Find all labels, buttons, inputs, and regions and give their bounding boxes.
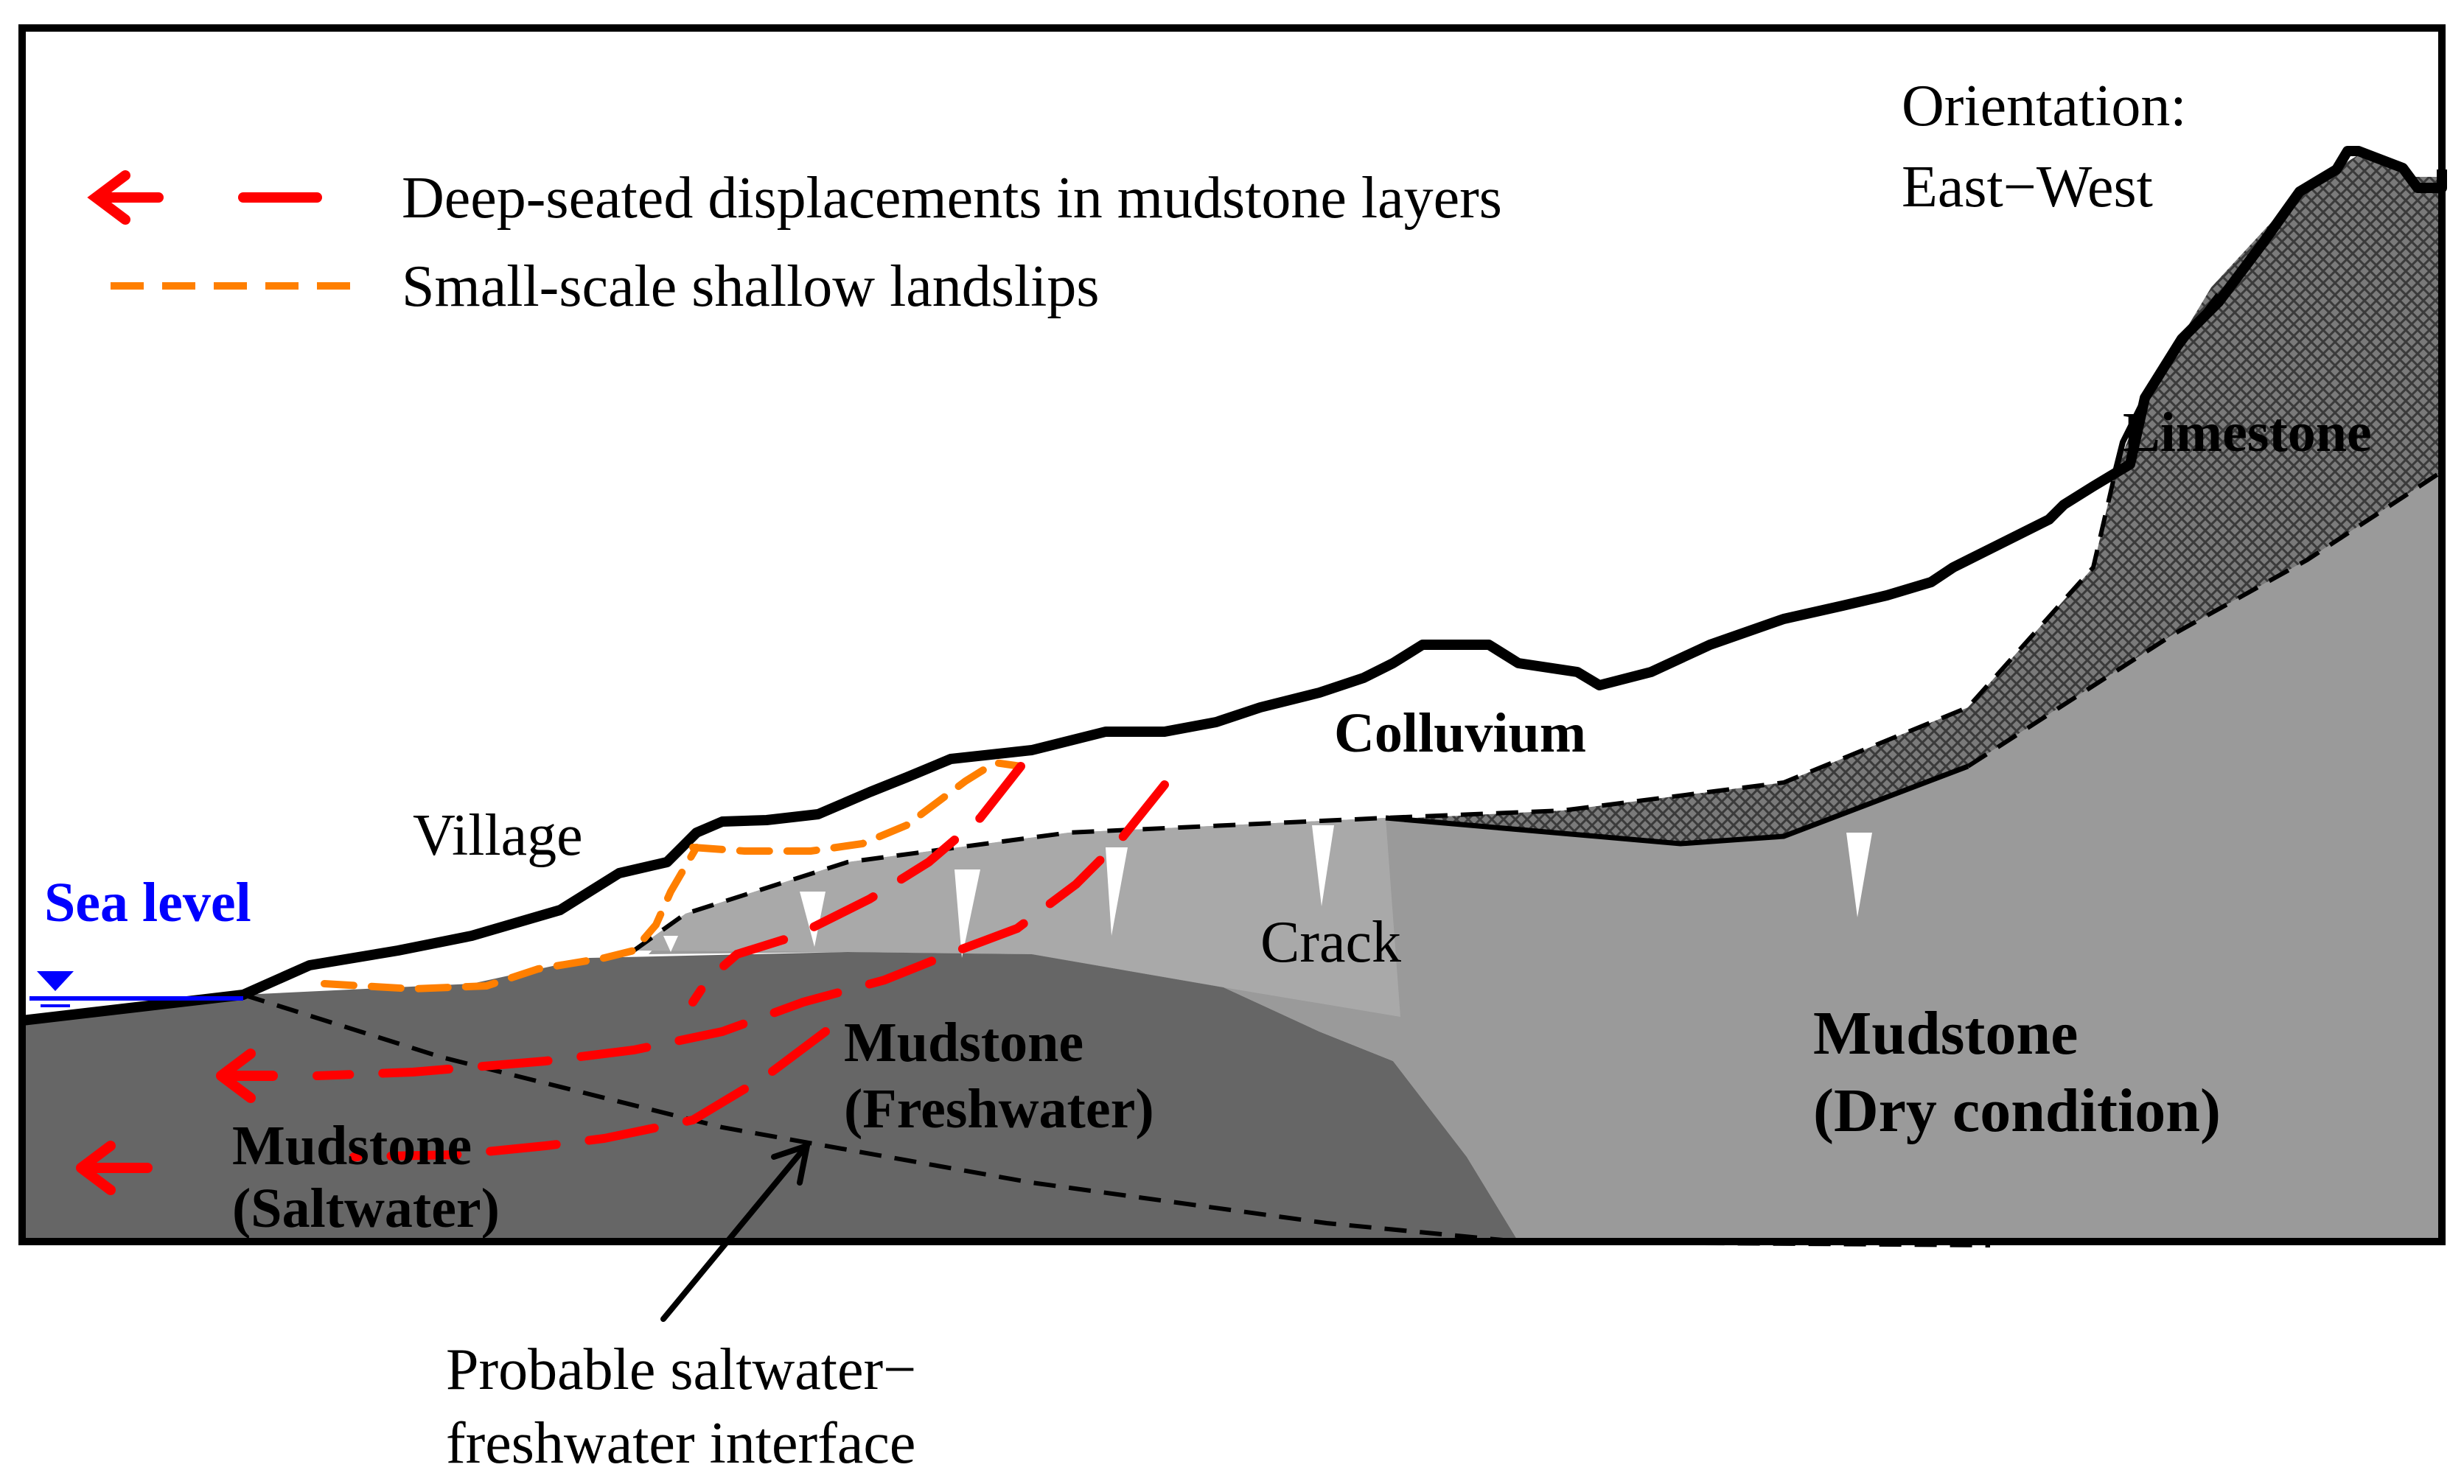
mudstone-freshwater-label-line1: Mudstone [844,1012,1083,1074]
mudstone-upper-layer [634,818,1400,1017]
deep-slip-2 [313,780,1169,1080]
arrow-2 [76,1141,153,1195]
interface-label-line2: freshwater interface [446,1411,915,1476]
colluvium-label: Colluvium [1334,702,1586,764]
orientation-label-line2: East−West [1902,155,2153,220]
shallow-landslips [321,758,1025,993]
limestone-colluvium-boundary [1385,763,1969,847]
legend: Deep-seated displacements in mudstone la… [87,166,1502,319]
crack-3 [1106,847,1128,936]
mudstone-saltwater-label-line2: (Saltwater) [232,1177,500,1239]
interface-label-line1: Probable saltwater− [446,1337,916,1402]
cracks [663,825,1872,958]
mudstone-dry-label-line1: Mudstone [1813,999,2078,1068]
sea-level-label: Sea level [44,872,251,934]
crack-5 [1846,833,1872,917]
mudstone-wet-layer [22,952,1518,1242]
mudstone-saltwater-label-line1: Mudstone [232,1115,472,1177]
diagram-frame [18,24,2446,1245]
mudstone-dry-label-line2: (Dry condition) [1813,1077,2221,1145]
orientation-label-line1: Orientation: [1902,74,2187,139]
mudstone-dry-layer [649,472,2442,1242]
arrow-1 [216,1049,278,1103]
shallow-landslip-2 [689,758,1025,855]
sea-level-triangle-icon [37,971,74,991]
legend-shallow-label: Small-scale shallow landslips [402,254,1100,319]
crack-1 [800,892,826,947]
legend-deep-seated-symbol [87,170,322,225]
ground-surface [21,146,2447,1026]
sea-level-marker [29,971,243,1007]
crack-label: Crack [1260,910,1401,975]
crack-4 [1312,825,1334,906]
colluvium-base-boundary [632,471,2118,953]
limestone-outline [2112,293,2222,472]
legend-deep-seated-label: Deep-seated displacements in mudstone la… [402,166,1502,231]
village-label: Village [413,803,583,868]
shallow-landslip-1 [321,844,700,993]
crack-6 [663,936,678,952]
deep-slip-1 [688,762,1025,1007]
mudstone-freshwater-label-line2: (Freshwater) [844,1078,1154,1140]
limestone-layer [1415,155,2442,844]
limestone-base-boundary [1966,469,2443,769]
deep-slip-3 [349,1027,830,1161]
deep-seated-displacements [313,762,1169,1161]
limestone-label: Limestone [2123,402,2372,463]
interface-pointer-arrow [660,1141,812,1322]
displacement-arrows [76,1049,278,1195]
crack-2 [954,869,980,958]
